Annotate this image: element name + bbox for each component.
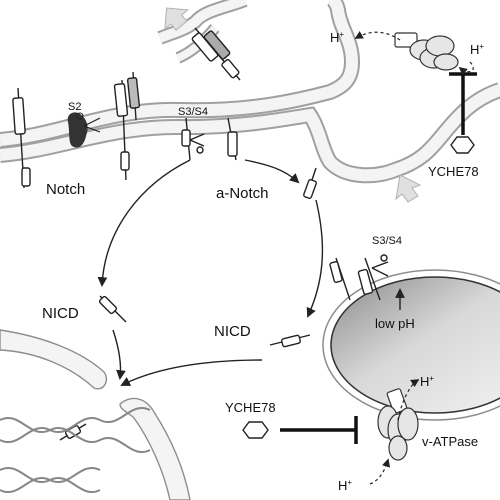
nicd-left xyxy=(98,295,127,323)
label-s3s4-endo: S3/S4 xyxy=(372,235,402,247)
plasma-membrane xyxy=(0,0,500,184)
s2-protease xyxy=(67,112,101,148)
label-low-ph: low pH xyxy=(375,316,415,331)
label-h-plus-2: H+ xyxy=(470,42,484,57)
label-s3s4-top: S3/S4 xyxy=(178,106,208,118)
ych-bottom-group xyxy=(242,416,358,444)
v-atpase-top xyxy=(394,32,459,71)
nuclear-envelope xyxy=(0,329,191,500)
label-h-plus-3: H+ xyxy=(420,374,434,389)
label-nicd-right: NICD xyxy=(214,323,251,340)
membrane-flow-arrows xyxy=(164,7,422,203)
notch-receptor-3 xyxy=(126,71,141,121)
label-h-plus-1: H+ xyxy=(330,30,344,45)
notch-receptor-1 xyxy=(12,87,31,189)
label-ych-bottom: YCHE78 xyxy=(225,400,276,415)
notch-receptor-upper xyxy=(191,27,241,81)
endosome xyxy=(322,269,500,421)
nicd-right xyxy=(269,334,311,348)
label-s2: S2 xyxy=(68,101,81,113)
notch-receptor-2 xyxy=(113,79,130,181)
label-a-notch: a-Notch xyxy=(216,185,269,202)
s3s4-endo-receptor xyxy=(329,254,389,301)
label-nicd-left: NICD xyxy=(42,305,79,322)
proton-arrows xyxy=(354,31,474,485)
label-h-plus-4: H+ xyxy=(338,478,352,493)
dna-strands xyxy=(0,407,151,493)
s3s4-top-receptor xyxy=(181,117,238,161)
label-v-atpase: v-ATPase xyxy=(422,434,478,449)
label-notch: Notch xyxy=(46,181,85,198)
pathway-arrows xyxy=(97,159,324,386)
a-notch-receptor xyxy=(303,167,317,199)
ych-top-group xyxy=(449,72,477,154)
label-ych-top: YCHE78 xyxy=(428,164,479,179)
